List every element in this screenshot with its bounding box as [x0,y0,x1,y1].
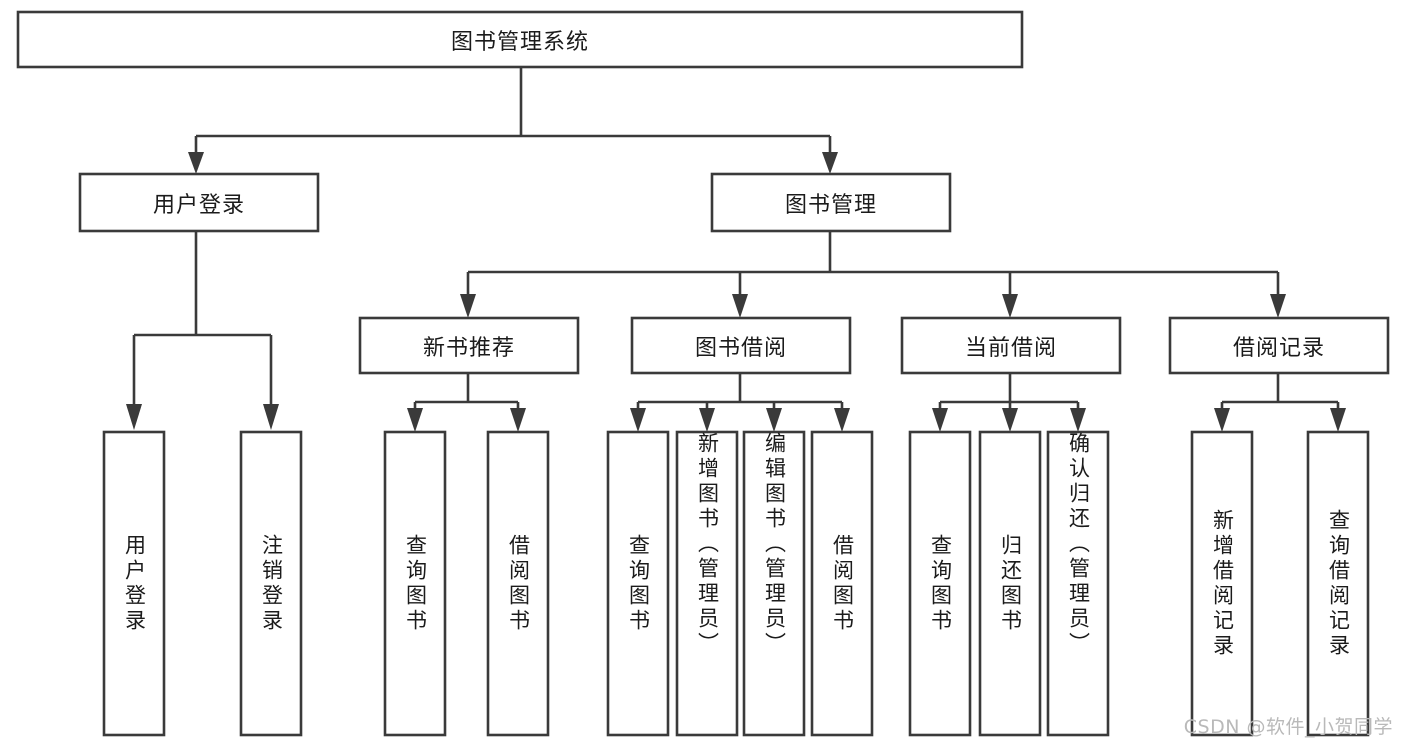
node-book-borrow-box[interactable] [630,316,852,375]
node-root-box[interactable] [16,10,1024,69]
leaf-box-borrow-record-1[interactable] [1306,430,1370,737]
arrow-head-br-leaf-2 [1330,408,1346,432]
node-user-login-box[interactable] [78,172,320,233]
leaf-box-book-borrow-0[interactable] [606,430,670,737]
leaf-box-current-borrow-2[interactable] [1046,430,1110,737]
watermark-text: CSDN @软件_小贺同学 [1183,716,1393,738]
arrow-head-user-login [188,152,204,174]
leaf-box-current-borrow-0[interactable] [908,430,972,737]
arrow-head-bb-leaf-4 [834,408,850,432]
arrow-head-leaf-user-login [126,404,142,430]
leaf-box-new-book-0[interactable] [383,430,447,737]
arrow-head-cb-leaf-1 [932,408,948,432]
arrow-head-leaf-logout [263,404,279,430]
arrow-head-borrow-record [1270,294,1286,318]
leaf-box-new-book-1[interactable] [486,430,550,737]
leaf-box-book-borrow-3[interactable] [810,430,874,737]
leaf-box-book-borrow-2[interactable] [742,430,806,737]
leaf-box-user-login-0[interactable] [102,430,166,737]
arrow-head-nb-leaf-1 [407,408,423,432]
leaf-box-book-borrow-1[interactable] [675,430,739,737]
arrow-head-new-book [460,294,476,318]
node-book-manage-box[interactable] [710,172,952,233]
arrow-head-book-manage [822,152,838,174]
arrow-head-bb-leaf-1 [630,408,646,432]
arrow-head-nb-leaf-2 [510,408,526,432]
leaf-box-user-login-1[interactable] [239,430,303,737]
arrow-head-br-leaf-1 [1214,408,1230,432]
arrow-head-book-borrow [732,294,748,318]
node-new-book-box[interactable] [358,316,580,375]
node-borrow-record-box[interactable] [1168,316,1390,375]
node-current-borrow-box[interactable] [900,316,1122,375]
node-box-layer [16,10,1390,737]
connector-layer [126,67,1346,432]
arrow-head-cb-leaf-3 [1070,408,1086,432]
arrow-head-bb-leaf-2 [699,408,715,432]
leaf-box-current-borrow-1[interactable] [978,430,1042,737]
arrow-head-bb-leaf-3 [766,408,782,432]
arrow-head-current-borrow [1002,294,1018,318]
arrow-head-cb-leaf-2 [1002,408,1018,432]
leaf-box-borrow-record-0[interactable] [1190,430,1254,737]
